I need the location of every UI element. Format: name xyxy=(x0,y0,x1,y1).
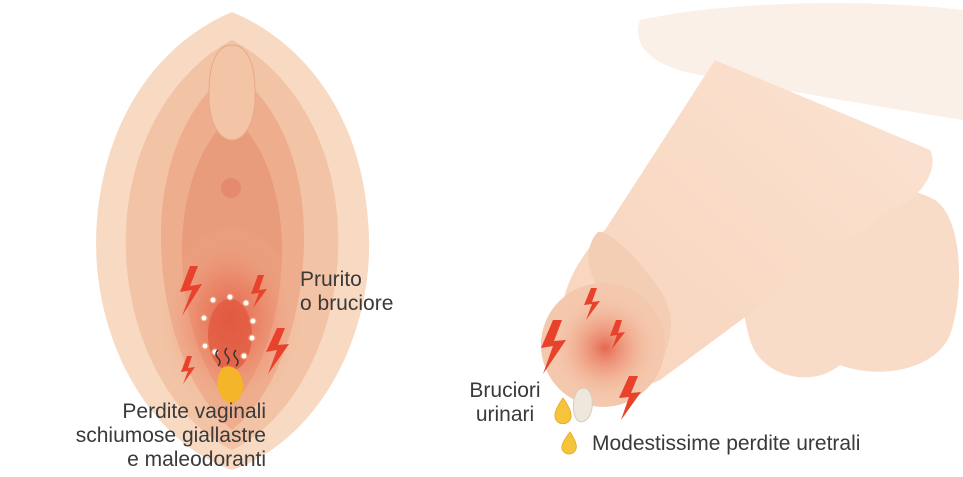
vaginal-opening xyxy=(208,299,252,371)
label-urethral-discharge-text: Modestissime perdite uretrali xyxy=(592,432,860,455)
label-itching: Prurito o bruciore xyxy=(300,268,393,316)
label-urethral-discharge: Modestissime perdite uretrali xyxy=(592,432,860,456)
inflammation-area xyxy=(550,293,660,403)
label-vaginal-discharge-line-3: e maleodoranti xyxy=(25,448,266,472)
label-vaginal-discharge-line-1: Perdite vaginali xyxy=(25,400,266,424)
urethral-meatus xyxy=(573,388,592,422)
label-itching-line-2: o bruciore xyxy=(300,292,393,316)
label-vaginal-discharge-line-2: schiumose giallastre xyxy=(25,424,266,448)
label-itching-line-1: Prurito xyxy=(300,268,393,292)
label-vaginal-discharge: Perdite vaginali schiumose giallastre e … xyxy=(25,400,266,472)
label-urinary-burning-line-2: urinari xyxy=(455,403,555,427)
urethral-opening xyxy=(221,178,241,198)
penis-illustration xyxy=(541,3,963,454)
label-urinary-burning: Bruciori urinari xyxy=(455,379,555,427)
label-urinary-burning-line-1: Bruciori xyxy=(455,379,555,403)
clitoral-hood xyxy=(209,45,255,140)
